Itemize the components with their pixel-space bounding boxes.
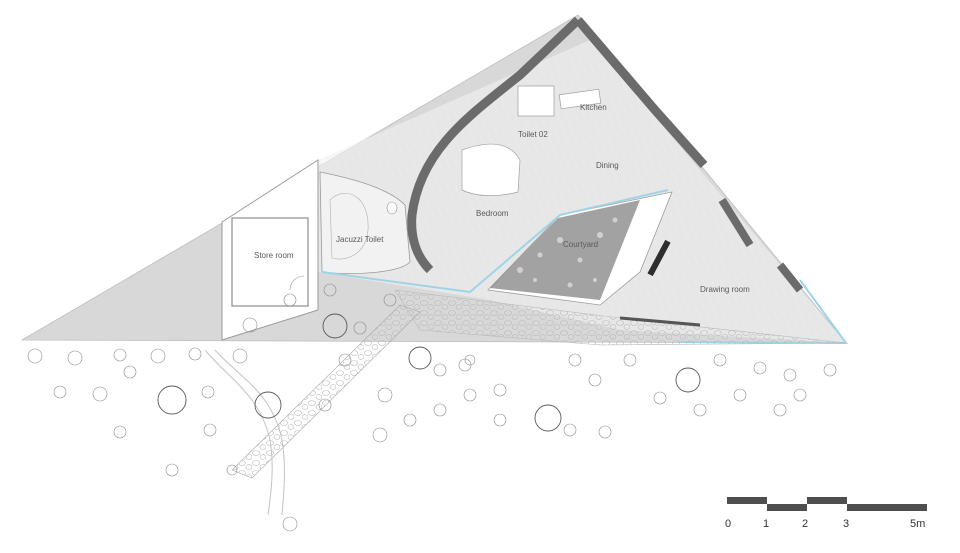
room-label-toilet-02: Toilet 02: [518, 130, 548, 139]
garden-road: [204, 349, 273, 516]
scale-label-5m: 5m: [910, 518, 925, 530]
room-label-jacuzzi-toilet: Jacuzzi Toilet: [336, 235, 384, 244]
scale-label-1: 1: [763, 518, 769, 530]
south-floor-edge: [619, 316, 701, 327]
toilet-fixture: [386, 201, 398, 215]
room-label-kitchen: Kitchen: [580, 103, 607, 112]
room-label-dining: Dining: [596, 161, 619, 170]
garden-road-edge: [214, 349, 285, 516]
courtyard-planting: [490, 200, 640, 300]
entry-deck: [394, 289, 847, 346]
drawing-room-glass-bench: [647, 239, 671, 277]
room-label-courtyard: Courtyard: [563, 240, 598, 249]
glazing-line: [321, 189, 669, 294]
store-room-door-swing: [289, 275, 305, 291]
scale-bar: 0 1 2 3 5m: [725, 497, 927, 530]
feature-trees: [157, 313, 701, 432]
garden-path: [231, 304, 421, 479]
room-label-store-room: Store room: [254, 251, 294, 260]
store-room-inner: [231, 217, 309, 307]
right-wall-segments: [718, 197, 804, 293]
toilet-02-box: [517, 85, 555, 117]
interior-floor-base: [318, 40, 846, 343]
scale-label-2: 2: [802, 518, 808, 530]
room-label-drawing-room: Drawing room: [700, 285, 750, 294]
garden-trees: [27, 283, 837, 532]
kitchen-counter: [558, 88, 602, 110]
bedroom-bed: [461, 143, 521, 196]
scale-label-0: 0: [725, 518, 731, 530]
jacuzzi-toilet-area: [319, 171, 411, 274]
scale-label-3: 3: [843, 518, 849, 530]
jacuzzi-tub-outline: [329, 192, 369, 260]
courtyard-planting-texture: [517, 217, 618, 288]
main-curved-wall: [407, 16, 708, 274]
room-label-bedroom: Bedroom: [476, 209, 509, 218]
